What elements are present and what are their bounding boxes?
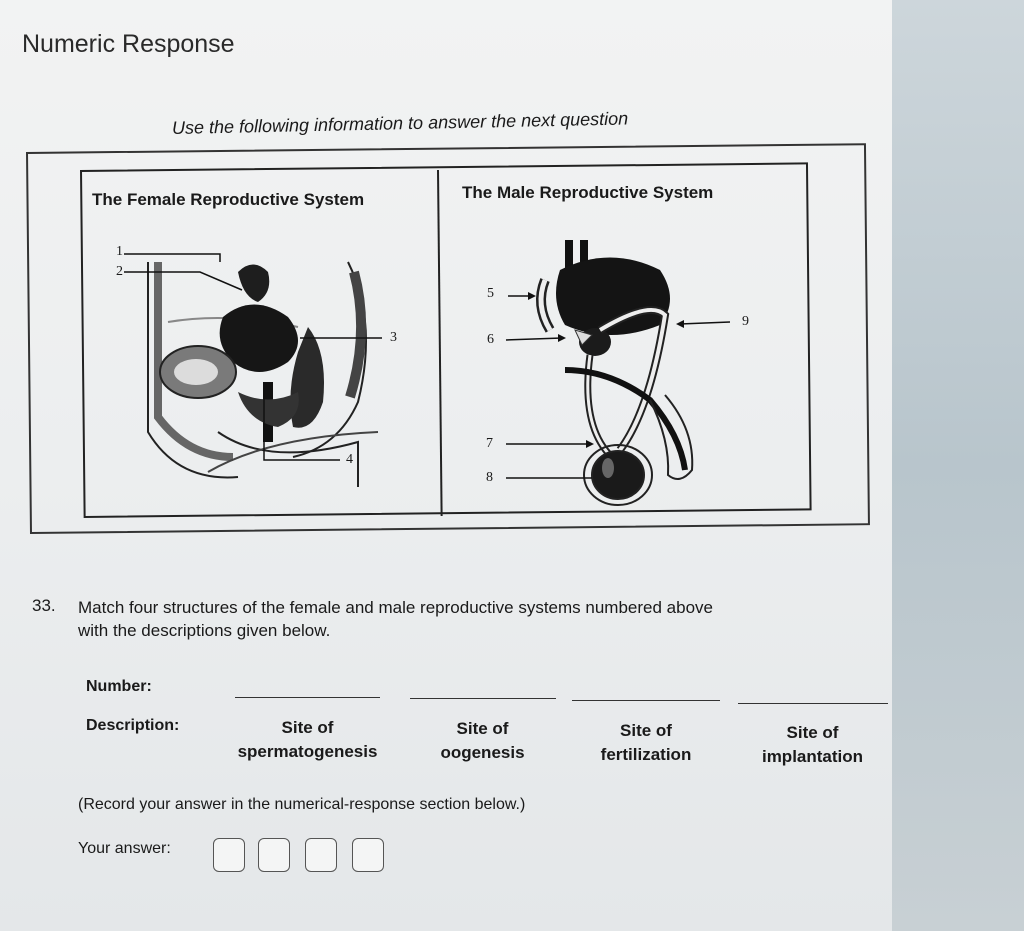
description-label: Description: [86,717,180,734]
ovary-tube-shape [238,264,270,302]
description-line: Site of [281,718,334,737]
label-8: 8 [486,470,493,485]
answer-digit-box-4[interactable] [352,838,384,872]
bladder-shape [556,257,670,335]
answer-digit-box-1[interactable] [213,838,245,872]
description-implantation: Site of implantation [740,721,885,769]
label-7: 7 [486,436,493,451]
label-6: 6 [487,332,494,347]
record-note: (Record your answer in the numerical-res… [78,796,526,813]
number-blank-1[interactable] [235,697,380,698]
description-oogenesis: Site of oogenesis [410,717,555,765]
female-panel-title: The Female Reproductive System [92,190,365,209]
number-blank-2[interactable] [410,698,556,699]
description-line: oogenesis [440,743,525,762]
label-4: 4 [346,452,353,467]
description-line: Site of [620,721,672,740]
description-line: implantation [761,747,864,766]
female-reproductive-diagram [147,261,379,487]
question-line-1: Match four structures of the female and … [78,598,713,617]
section-heading: Numeric Response [22,30,235,58]
label-1: 1 [116,244,123,259]
number-blank-4[interactable] [738,703,888,704]
urethra-shape [564,367,688,471]
number-blank-3[interactable] [572,700,720,701]
label-3: 3 [390,330,397,345]
male-leader-lines [505,292,731,479]
question-number: 33. [32,596,56,615]
male-reproductive-diagram [536,240,694,506]
male-panel-title: The Male Reproductive System [462,183,714,202]
rectum-shape [290,327,324,428]
label-5: 5 [487,286,494,301]
label-2: 2 [116,264,123,279]
your-answer-label: Your answer: [78,840,171,857]
description-spermatogenesis: Site of spermatogenesis [215,716,400,764]
description-fertilization: Site of fertilization [572,719,720,767]
answer-digit-box-3[interactable] [305,838,337,872]
description-line: Site of [786,723,839,742]
background-surface [892,0,1024,931]
description-line: fertilization [600,745,692,764]
number-label: Number: [86,678,152,695]
label-9: 9 [742,314,749,329]
description-line: Site of [456,719,509,738]
uterus-shape [219,304,298,372]
female-leader-lines [124,253,382,461]
question-line-2: with the descriptions given below. [78,621,331,640]
worksheet-page [0,0,892,931]
description-line: spermatogenesis [237,742,378,761]
answer-digit-box-2[interactable] [258,838,290,872]
question-text: Match four structures of the female and … [78,596,898,642]
